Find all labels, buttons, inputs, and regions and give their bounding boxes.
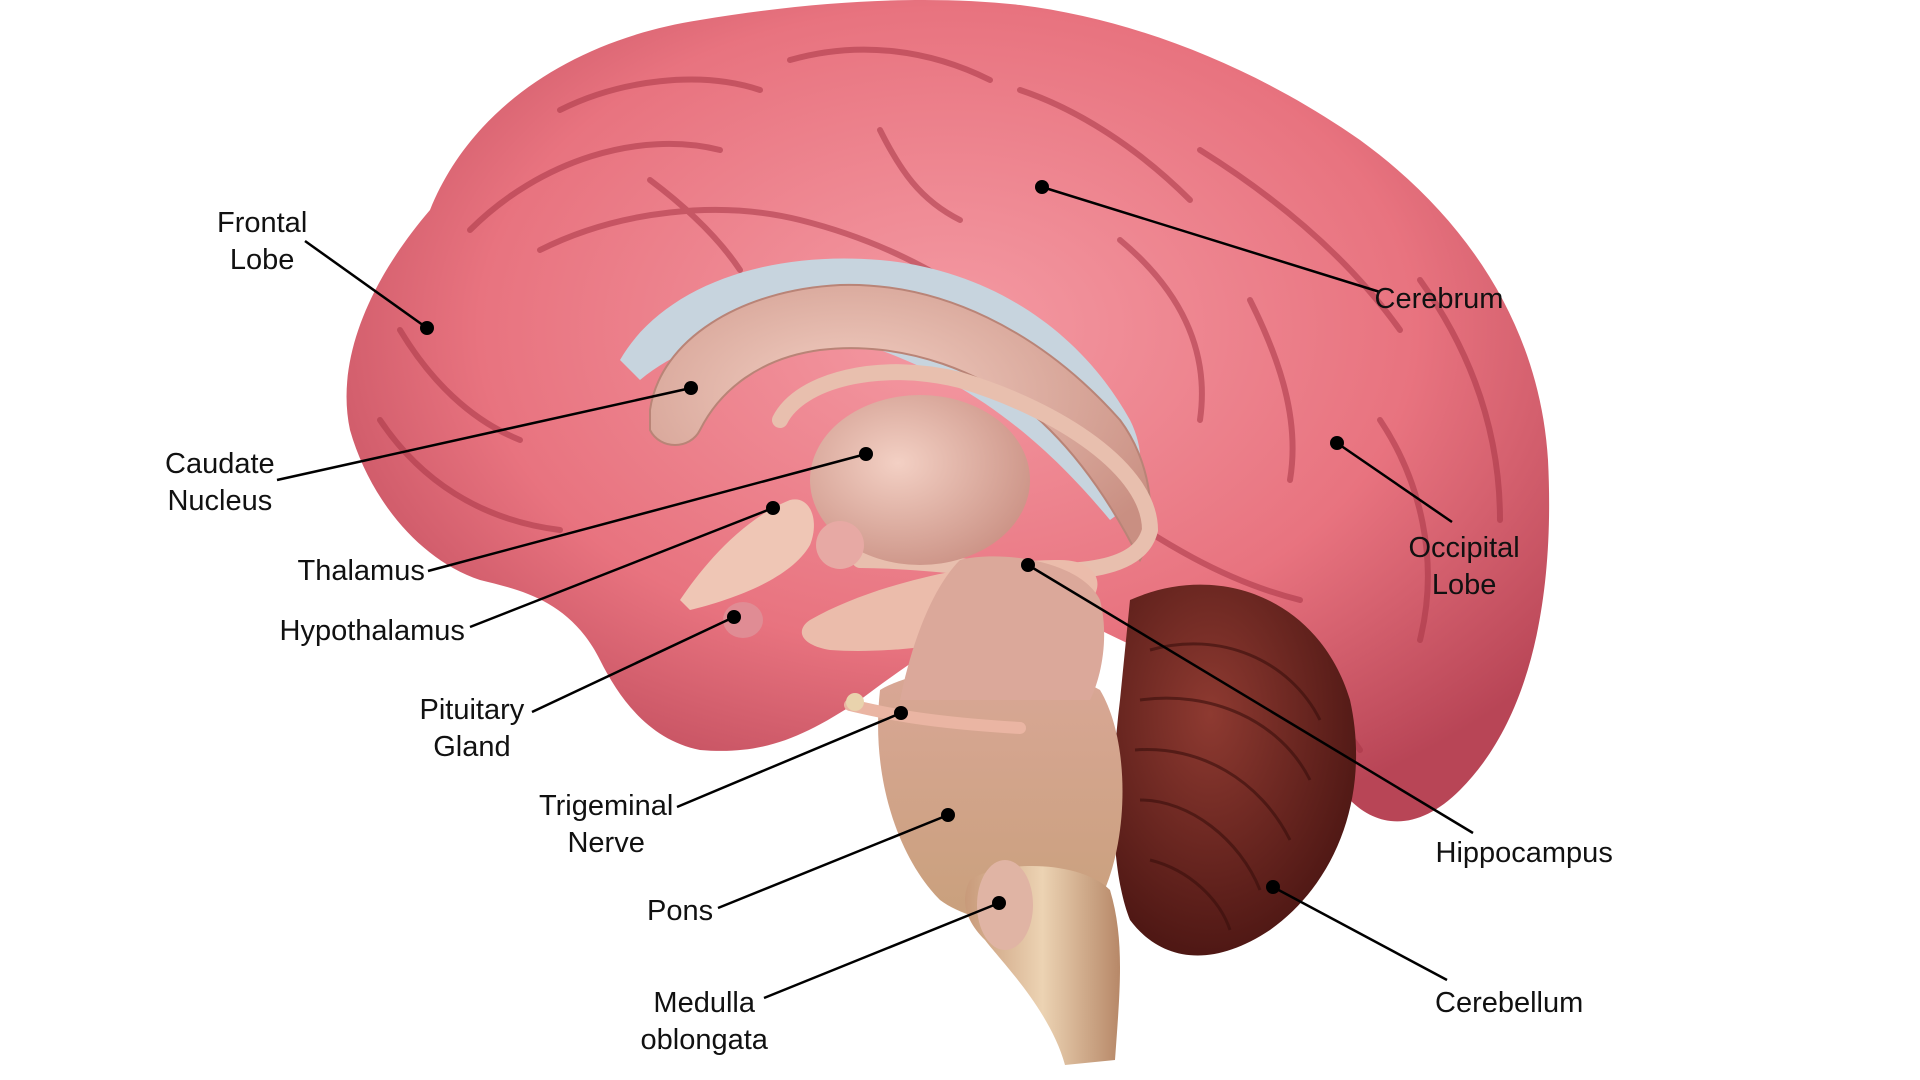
frontal-lobe-marker-dot bbox=[420, 321, 434, 335]
hippocampus-leader-line bbox=[1027, 563, 1474, 835]
caudate-nucleus-label-line: Nucleus bbox=[167, 485, 273, 517]
medulla-oblongata-marker-dot bbox=[992, 896, 1006, 910]
hypothalamus-marker-dot bbox=[766, 501, 780, 515]
cerebellum-leader-line bbox=[1272, 885, 1448, 982]
midbrain-structure bbox=[900, 556, 1105, 700]
medulla-oblongata-label: Medulla oblongata bbox=[641, 985, 768, 1059]
medulla-oblongata-leader-line bbox=[763, 901, 1000, 1000]
caudate-nucleus-marker-dot bbox=[684, 381, 698, 395]
hippocampus-label: Hippocampus bbox=[1436, 835, 1613, 872]
occipital-lobe-leader-line bbox=[1336, 441, 1453, 524]
cerebrum-leader-line bbox=[1041, 185, 1381, 294]
occipital-lobe-label-line: Lobe bbox=[1431, 569, 1497, 601]
pons-label-line: Pons bbox=[647, 895, 714, 927]
caudate-nucleus-leader-line bbox=[276, 386, 692, 482]
mammillary-body bbox=[816, 521, 864, 569]
frontal-lobe-label-line: Frontal bbox=[217, 207, 308, 239]
pons-marker-dot bbox=[941, 808, 955, 822]
caudate-nucleus-label-line: Caudate bbox=[165, 448, 275, 480]
cerebellum-structure bbox=[1113, 584, 1357, 956]
cerebrum-marker-dot bbox=[1035, 180, 1049, 194]
thalamus-marker-dot bbox=[859, 447, 873, 461]
thalamus-structure bbox=[810, 395, 1030, 565]
hippocampus-label-line: Hippocampus bbox=[1435, 837, 1613, 869]
pons-label: Pons bbox=[647, 893, 713, 930]
pituitary-gland-label-line: Gland bbox=[433, 731, 511, 763]
pituitary-gland-label-line: Pituitary bbox=[419, 694, 525, 726]
caudate-nucleus-structure bbox=[649, 283, 1152, 563]
pons-leader-line bbox=[717, 813, 949, 910]
hippocampus-marker-dot bbox=[1021, 558, 1035, 572]
trigeminal-nerve-leader-line bbox=[676, 711, 902, 809]
cerebellum-label: Cerebellum bbox=[1435, 985, 1583, 1022]
frontal-lobe-leader-line bbox=[304, 239, 428, 330]
frontal-lobe-label-line: Lobe bbox=[229, 244, 295, 276]
hypothalamus-label: Hypothalamus bbox=[280, 613, 465, 650]
cerebellum-folia bbox=[1134, 642, 1322, 931]
trigeminal-nerve-label-line: Nerve bbox=[567, 827, 645, 859]
thalamus-leader-line bbox=[427, 452, 867, 573]
pituitary-gland-leader-line bbox=[531, 615, 735, 714]
thalamus-label: Thalamus bbox=[298, 553, 425, 590]
occipital-lobe-label-line: Occipital bbox=[1408, 532, 1520, 564]
cerebrum-label: Cerebrum bbox=[1375, 281, 1504, 318]
trigeminal-nerve-label-line: Trigeminal bbox=[539, 790, 674, 822]
hypothalamus-label-line: Hypothalamus bbox=[279, 615, 465, 647]
leader-lines bbox=[276, 180, 1474, 1000]
cerebellum-marker-dot bbox=[1266, 880, 1280, 894]
medulla-oblongata-label-line: oblongata bbox=[640, 1024, 768, 1056]
cerebrum-label-line: Cerebrum bbox=[1374, 283, 1504, 315]
trigeminal-nerve-marker-dot bbox=[894, 706, 908, 720]
hypothalamus-structure bbox=[680, 499, 814, 610]
pituitary-gland-marker-dot bbox=[727, 610, 741, 624]
cerebellum-label-line: Cerebellum bbox=[1435, 987, 1584, 1019]
medulla-oblongata-label-line: Medulla bbox=[653, 987, 755, 1019]
pons-structure bbox=[878, 667, 1123, 923]
hypothalamus-leader-line bbox=[469, 506, 774, 629]
occipital-lobe-marker-dot bbox=[1330, 436, 1344, 450]
thalamus-label-line: Thalamus bbox=[297, 555, 425, 587]
